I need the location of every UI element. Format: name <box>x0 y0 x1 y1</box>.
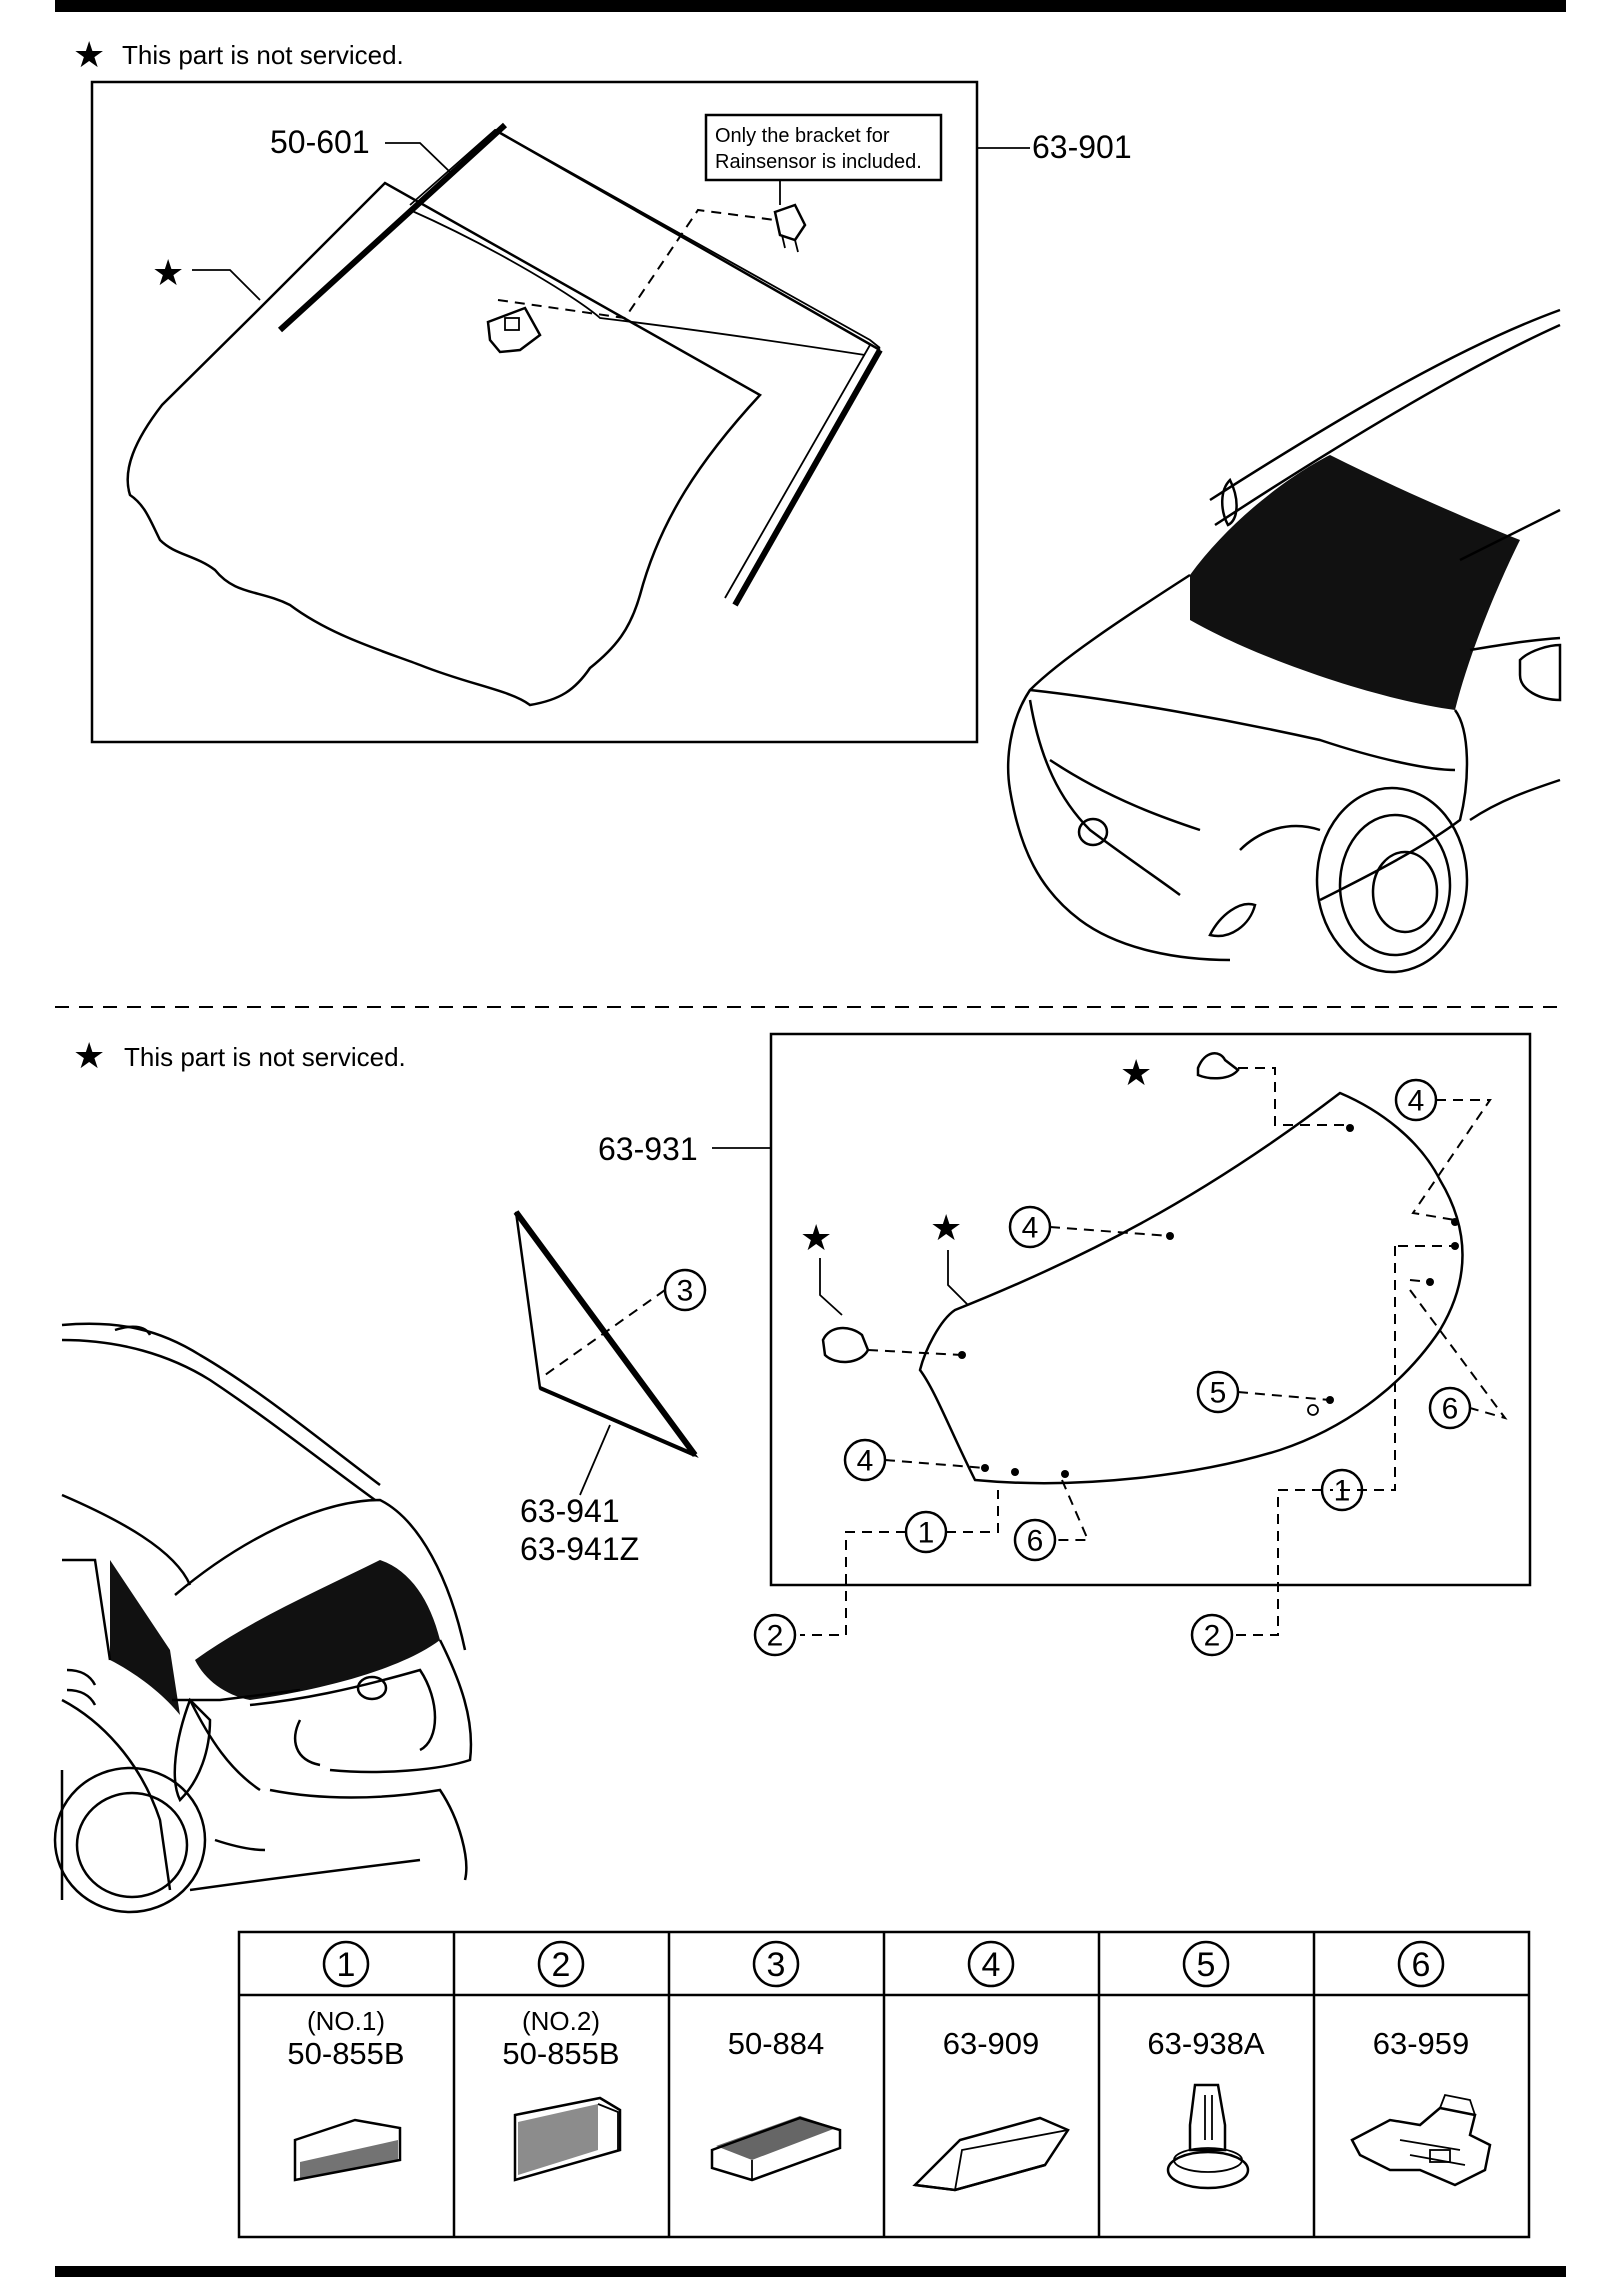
svg-text:(NO.1): (NO.1) <box>307 2006 385 2036</box>
star-icon: ★ <box>73 35 105 76</box>
svg-text:63-959: 63-959 <box>1373 2026 1470 2061</box>
rear-frame <box>769 1032 1532 1587</box>
label-63-941: 63-941 <box>520 1493 620 1529</box>
front-section: ★ This part is not serviced. Only the br… <box>73 35 1562 974</box>
top-clip-part <box>1196 1052 1240 1080</box>
leader-star-glass <box>192 269 261 301</box>
table-col-6: 6 63-959 <box>1350 1940 1492 2187</box>
table-col-5: 5 63-938A <box>1147 1940 1265 2190</box>
rainsensor-bracket <box>486 306 542 354</box>
windshield-molding-upper <box>277 122 508 333</box>
svg-text:2: 2 <box>552 1946 571 1984</box>
part-icon-63-959 <box>1350 2093 1492 2187</box>
svg-text:4: 4 <box>1022 1212 1039 1245</box>
front-frame <box>90 80 979 744</box>
windshield-molding-side <box>732 348 883 607</box>
bottom-border <box>55 2266 1566 2277</box>
bracket-dash-line <box>497 208 776 320</box>
svg-text:63-909: 63-909 <box>943 2026 1040 2061</box>
svg-text:63-938A: 63-938A <box>1147 2026 1265 2061</box>
svg-text:50-855B: 50-855B <box>502 2036 619 2071</box>
star-icon-rear: ★ <box>73 1036 105 1077</box>
callout-line1: Only the bracket for <box>715 125 890 147</box>
star-icon-top-part: ★ <box>1120 1053 1152 1094</box>
windshield-upper-inner <box>409 209 866 356</box>
svg-text:6: 6 <box>1027 1525 1044 1558</box>
rear-note: This part is not serviced. <box>124 1042 406 1072</box>
svg-text:3: 3 <box>677 1275 694 1308</box>
svg-text:5: 5 <box>1197 1946 1216 1984</box>
part-icon-50-855B-no2 <box>513 2096 622 2182</box>
callout-2-right <box>1190 1613 1234 1657</box>
callout-2-left <box>753 1613 797 1657</box>
svg-text:6: 6 <box>1442 1393 1459 1426</box>
windshield-glass <box>126 181 762 707</box>
label-63-931: 63-931 <box>598 1131 698 1167</box>
leader-50-601 <box>385 142 451 173</box>
label-63-901: 63-901 <box>1032 129 1132 165</box>
leader-star-glass-rear <box>947 1250 969 1306</box>
svg-text:3: 3 <box>767 1946 786 1984</box>
left-clip-part <box>821 1326 870 1364</box>
rear-section: ★ This part is not serviced. 63-931 ★ ★ … <box>53 1032 1532 1914</box>
rear-car-illustration <box>53 1322 473 1914</box>
front-car-illustration <box>1006 308 1562 974</box>
table-col-4: 4 63-909 <box>912 1940 1070 2192</box>
svg-text:5: 5 <box>1210 1377 1227 1410</box>
part-icon-63-909 <box>912 2116 1070 2192</box>
callout-line2: Rainsensor is included. <box>715 151 922 173</box>
svg-text:2: 2 <box>1204 1620 1221 1653</box>
table-col-3: 3 50-884 <box>710 1940 842 2182</box>
table-col-1: 1 (NO.1) 50-855B <box>287 1940 405 2182</box>
callout-box <box>704 113 943 182</box>
star-icon-glass: ★ <box>152 253 184 294</box>
part-icon-50-855B-no1 <box>293 2118 402 2182</box>
callout-6-low <box>1013 1518 1057 1562</box>
quarter-glass <box>513 1210 699 1458</box>
parts-table: 1 (NO.1) 50-855B 2 (NO.2) 50-855B 3 <box>237 1930 1531 2239</box>
svg-text:4: 4 <box>1408 1085 1425 1118</box>
label-63-941Z: 63-941Z <box>520 1531 639 1567</box>
star-icon-left-part: ★ <box>800 1218 832 1259</box>
windshield-molding-side-2 <box>724 344 871 599</box>
front-windshield-highlight <box>1190 455 1520 710</box>
svg-text:4: 4 <box>982 1946 1001 1984</box>
label-50-601: 50-601 <box>270 124 370 160</box>
windshield-upper-edge <box>494 128 881 352</box>
svg-text:(NO.2): (NO.2) <box>522 2006 600 2036</box>
top-border <box>55 0 1566 12</box>
svg-text:1: 1 <box>337 1946 356 1984</box>
svg-text:1: 1 <box>1334 1475 1351 1508</box>
windshield-molding-upper-2 <box>409 128 881 349</box>
svg-text:1: 1 <box>918 1517 935 1550</box>
rear-window-highlight <box>195 1560 440 1700</box>
part-icon-63-938A <box>1166 2083 1250 2190</box>
svg-text:4: 4 <box>857 1445 874 1478</box>
table-col-2: 2 (NO.2) 50-855B <box>502 1940 622 2182</box>
svg-text:6: 6 <box>1412 1946 1431 1984</box>
front-note: This part is not serviced. <box>122 40 404 70</box>
part-icon-50-884 <box>710 2116 842 2182</box>
rainsensor-part <box>773 203 807 253</box>
svg-text:50-855B: 50-855B <box>287 2036 404 2071</box>
svg-text:2: 2 <box>767 1620 784 1653</box>
star-icon-glass-rear: ★ <box>930 1208 962 1249</box>
svg-text:50-884: 50-884 <box>728 2026 825 2061</box>
back-glass <box>918 1091 1464 1485</box>
